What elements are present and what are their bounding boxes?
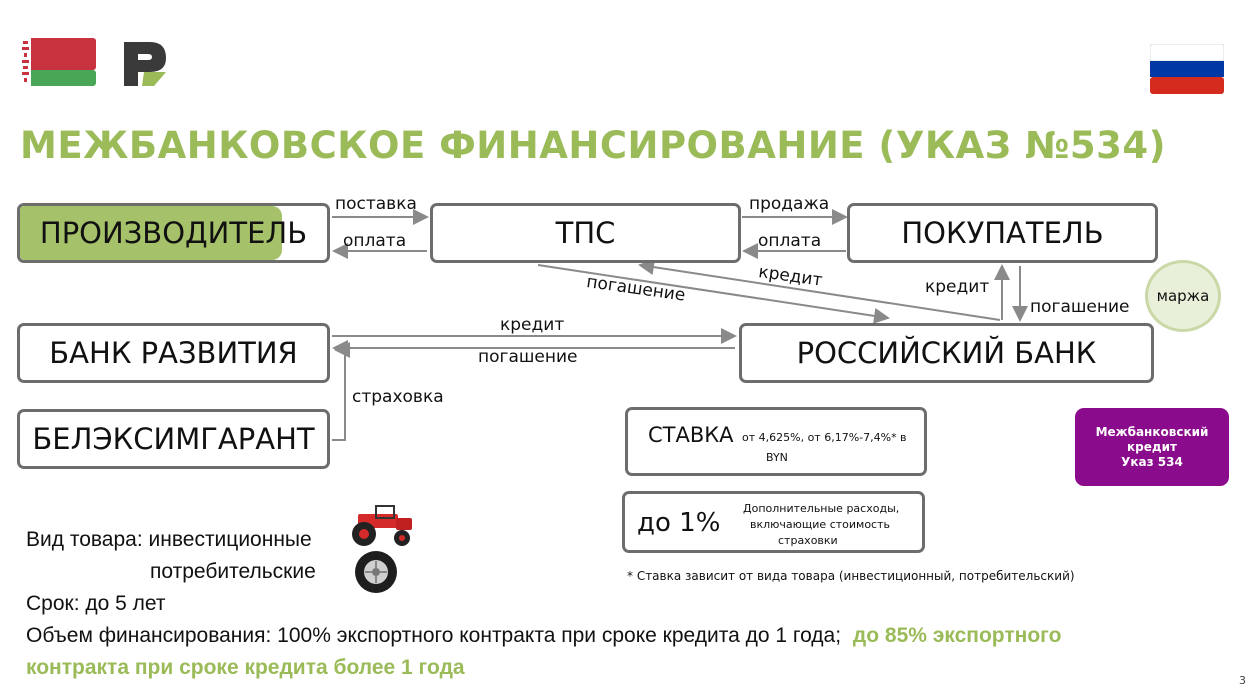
extra-costs-line1: Дополнительные расходы, bbox=[743, 502, 900, 515]
buyer-box: ПОКУПАТЕЛЬ bbox=[847, 203, 1158, 263]
rate-detail-line1: от 4,625%, от 6,17%-7,4%* в bbox=[742, 431, 907, 444]
repay-vertical-label: погашение bbox=[1030, 297, 1130, 317]
producer-label: ПРОИЗВОДИТЕЛЬ bbox=[39, 216, 308, 250]
rate-label: СТАВКА bbox=[648, 423, 734, 447]
interbank-credit-badge: Межбанковский кредит Указ 534 bbox=[1075, 408, 1229, 486]
goods-type-text: Вид товара: инвестиционные bbox=[26, 528, 312, 551]
payment-label-2: оплата bbox=[758, 231, 822, 251]
producer-highlight bbox=[20, 206, 282, 260]
badge-line1: Межбанковский bbox=[1095, 424, 1209, 439]
belarus-flag-icon bbox=[20, 38, 96, 86]
badge-line3: Указ 534 bbox=[1121, 454, 1183, 469]
tps-box: ТПС bbox=[430, 203, 741, 263]
volume-text-green-2: контракта при сроке кредита более 1 года bbox=[26, 656, 465, 679]
extra-costs-value: до 1% bbox=[637, 508, 721, 538]
margin-label: маржа bbox=[1156, 287, 1210, 305]
repay-horizontal-label: погашение bbox=[478, 347, 578, 367]
insurance-label: страховка bbox=[352, 387, 444, 407]
goods-type-text-2: потребительские bbox=[150, 560, 316, 583]
extra-costs-line3: страховки bbox=[778, 534, 838, 547]
volume-text-green-1: до 85% экспортного bbox=[852, 624, 1062, 647]
rate-box: СТАВКА от 4,625%, от 6,17%-7,4%* в BYN bbox=[625, 407, 927, 476]
extra-costs-line2: включающие стоимость bbox=[750, 518, 890, 531]
russia-flag-icon bbox=[1149, 43, 1225, 94]
term-text: Срок: до 5 лет bbox=[26, 592, 166, 615]
rate-footnote: * Ставка зависит от вида товара (инвести… bbox=[627, 569, 1075, 583]
ru-bank-label: РОССИЙСКИЙ БАНК bbox=[796, 336, 1097, 370]
margin-circle: маржа bbox=[1145, 260, 1221, 332]
page-title: МЕЖБАНКОВСКОЕ ФИНАНСИРОВАНИЕ (УКАЗ №534) bbox=[20, 124, 1167, 167]
page-number: 3 bbox=[1239, 674, 1246, 687]
sale-label: продажа bbox=[749, 194, 830, 214]
credit-vertical-label: кредит bbox=[925, 277, 990, 297]
payment-label-1: оплата bbox=[343, 231, 407, 251]
tire-icon bbox=[354, 550, 398, 594]
tps-label: ТПС bbox=[555, 216, 616, 250]
dev-bank-label: БАНК РАЗВИТИЯ bbox=[49, 336, 298, 370]
supply-label: поставка bbox=[335, 194, 417, 214]
badge-line2: кредит bbox=[1127, 439, 1177, 454]
eximgarant-label: БЕЛЭКСИМГАРАНТ bbox=[32, 422, 315, 456]
extra-costs-box: до 1% Дополнительные расходы, включающие… bbox=[622, 491, 925, 553]
ru-bank-box: РОССИЙСКИЙ БАНК bbox=[739, 323, 1154, 383]
producer-box: ПРОИЗВОДИТЕЛЬ bbox=[17, 203, 330, 263]
buyer-label: ПОКУПАТЕЛЬ bbox=[901, 216, 1104, 250]
volume-text: Объем финансирования: 100% экспортного к… bbox=[26, 624, 1061, 648]
company-logo-icon bbox=[124, 42, 168, 86]
rate-detail-line2: BYN bbox=[766, 451, 788, 464]
eximgarant-box: БЕЛЭКСИМГАРАНТ bbox=[17, 409, 330, 469]
volume-text-main: Объем финансирования: 100% экспортного к… bbox=[26, 624, 842, 647]
tractor-icon bbox=[340, 504, 418, 548]
credit-horizontal-label: кредит bbox=[500, 315, 565, 335]
dev-bank-box: БАНК РАЗВИТИЯ bbox=[17, 323, 330, 383]
